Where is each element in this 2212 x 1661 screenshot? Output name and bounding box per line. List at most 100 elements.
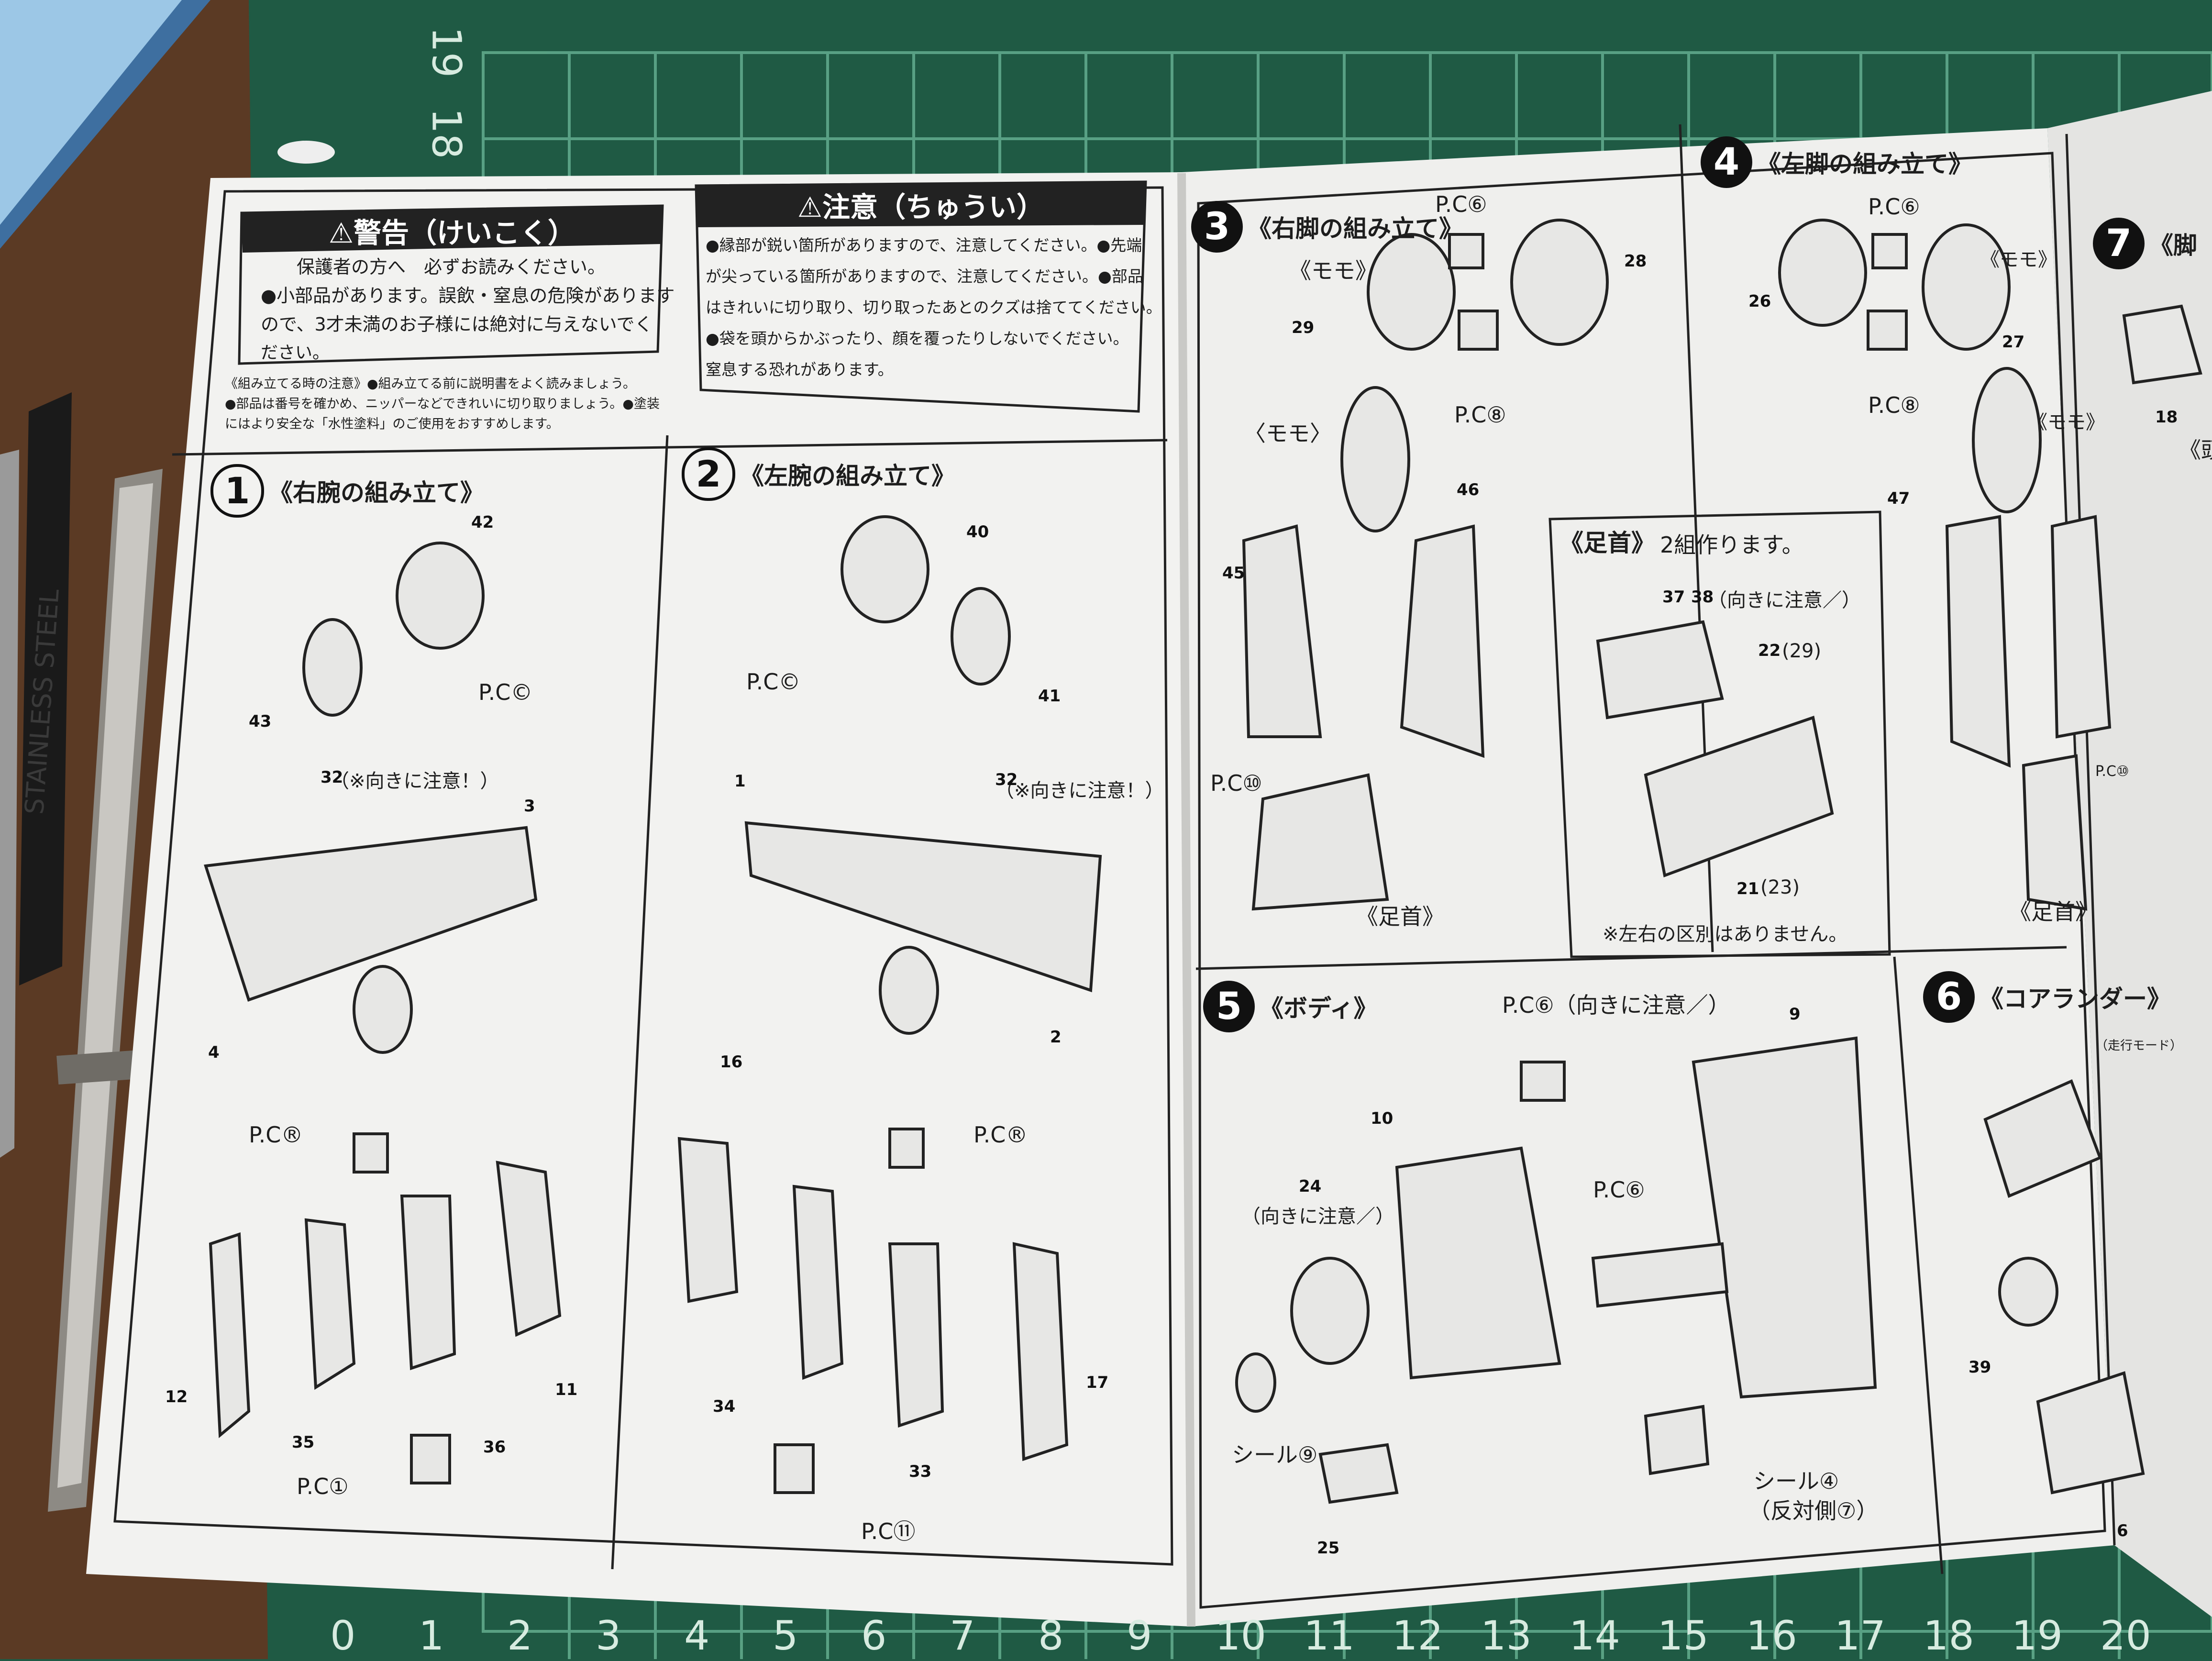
mode-label: （走行モード） xyxy=(2095,1039,2183,1053)
part-number: 33 xyxy=(909,1462,932,1481)
pc-label: P.C⑥ xyxy=(1435,191,1487,217)
part-label-momo: 《モモ》 xyxy=(1980,249,2057,271)
part-number: 3 xyxy=(524,797,535,816)
seal-reverse-label: （反対側⑦） xyxy=(1748,1498,1879,1524)
part-number: 25 xyxy=(1317,1539,1340,1558)
ruler-bottom-num: 3 xyxy=(596,1612,621,1659)
part-number: 32 xyxy=(321,768,343,787)
caution-line: 窒息する恐れがあります。 xyxy=(706,360,894,379)
ruler-bottom-num: 5 xyxy=(773,1612,798,1659)
step-title-text: 《右脚の組み立て》 xyxy=(1248,215,1463,243)
assembly-note-line: 《組み立てる時の注意》●組み立てる前に説明書をよく読みましょう。 xyxy=(225,376,636,391)
part-label-momo: 〈モモ〉 xyxy=(1244,421,1332,446)
assembly-note-line: にはより安全な「水性塗料」のご使用をおすすめします。 xyxy=(225,417,559,432)
step-title-text: 《脚 xyxy=(2149,232,2197,259)
ruler-left-num: 18 xyxy=(423,108,470,159)
part-number: 24 xyxy=(1299,1177,1322,1196)
part-number: 16 xyxy=(720,1052,743,1072)
pc-label: P.C® xyxy=(249,1122,303,1148)
ruler-bottom-num: 14 xyxy=(1569,1612,1620,1659)
ankle-box-title: 《足首》 xyxy=(1559,529,1655,557)
warning-line: ださい。 xyxy=(261,343,330,363)
step-4-title: 4《左脚の組み立て》 xyxy=(1701,136,1972,188)
ankle-box-subtitle: 2組作ります。 xyxy=(1660,532,1804,558)
ruler-bottom-num: 1 xyxy=(419,1612,444,1659)
caution-line: ●袋を頭からかぶったり、顔を覆ったりしないでください。 xyxy=(706,329,1129,348)
ruler-bottom-num: 11 xyxy=(1304,1612,1355,1659)
step-title-text: 《ボディ》 xyxy=(1260,995,1378,1022)
part-number: 10 xyxy=(1371,1109,1394,1128)
step-number: 6 xyxy=(1923,971,1975,1023)
ruler-bottom-num: 13 xyxy=(1481,1612,1532,1659)
part-number: 21 xyxy=(1736,879,1759,898)
part-number: 1 xyxy=(734,772,746,791)
part-label-ashikubi: 《足首》 xyxy=(2009,899,2097,925)
ruler-bottom-num: 15 xyxy=(1658,1612,1709,1659)
ruler-bottom-num: 6 xyxy=(861,1612,887,1659)
warning-title: ⚠警告（けいこく） xyxy=(329,217,575,249)
part-number: 29 xyxy=(1292,318,1315,337)
ruler-bottom-num: 18 xyxy=(1923,1612,1974,1659)
part-number: 39 xyxy=(1969,1358,1991,1377)
assembly-note-line: ●部品は番号を確かめ、ニッパーなどできれいに切り取りましょう。●塗装 xyxy=(225,397,660,411)
ruler-bottom-num: 2 xyxy=(507,1612,533,1659)
step-5-title: 5《ボディ》 xyxy=(1203,981,1378,1032)
warning-line: 保護者の方へ 必ずお読みください。 xyxy=(297,256,606,277)
part-label-head: 《頭 xyxy=(2179,437,2212,463)
pc-label: P.C⑥ xyxy=(1593,1177,1645,1203)
orientation-note: （※向きに注意！） xyxy=(330,770,499,792)
part-number: 17 xyxy=(1086,1373,1109,1392)
part-number: 9 xyxy=(1789,1005,1801,1024)
part-number: 6 xyxy=(2117,1521,2128,1540)
pc-label: P.C⑧ xyxy=(1454,402,1506,428)
ankle-pair-label: (29) xyxy=(1782,640,1822,662)
step-2-title: 2《左腕の組み立て》 xyxy=(682,447,955,501)
ankle-pair-label: (23) xyxy=(1760,876,1800,898)
step-title-text: 《右腕の組み立て》 xyxy=(269,479,484,507)
step-number: 1 xyxy=(210,464,264,518)
step-1-title: 1《右腕の組み立て》 xyxy=(210,464,484,518)
part-number: 42 xyxy=(471,513,494,532)
pc-label: P.C® xyxy=(973,1122,1028,1148)
step-number: 4 xyxy=(1701,136,1752,188)
pc-label: P.C⑥ xyxy=(1868,194,1920,220)
caution-line: が尖っている箇所がありますので、注意してください。●部品 xyxy=(706,267,1143,286)
part-number: 26 xyxy=(1748,292,1771,311)
step-title-text: 《左脚の組み立て》 xyxy=(1757,150,1972,178)
part-number: 43 xyxy=(249,712,272,731)
pc-label: P.C© xyxy=(478,679,533,705)
ruler-bottom-num: 12 xyxy=(1392,1612,1443,1659)
step-title-text: 《コアランダー》 xyxy=(1980,985,2171,1013)
ruler-bottom-num: 19 xyxy=(2012,1612,2063,1659)
warning-line: ので、3才未満のお子様には絶対に与えないでく xyxy=(261,314,653,335)
step-number: 5 xyxy=(1203,981,1255,1032)
part-number: 27 xyxy=(2002,332,2025,352)
pc-label: P.C⑥（向きに注意／） xyxy=(1502,992,1730,1018)
pc-label: P.C⑩ xyxy=(2095,763,2129,780)
part-number: 34 xyxy=(713,1397,736,1416)
caution-line: ●縁部が鋭い箇所がありますので、注意してください。●先端 xyxy=(706,236,1142,255)
pc-label: P.C⑧ xyxy=(1868,392,1920,418)
caution-line: はきれいに切り取り、切り取ったあとのクズは捨ててください。 xyxy=(706,298,1162,317)
part-number: 11 xyxy=(555,1380,578,1399)
part-number: 37 xyxy=(1662,587,1685,607)
part-number: 38 xyxy=(1691,587,1714,607)
part-number: 47 xyxy=(1887,489,1910,508)
step-title-text: 《左腕の組み立て》 xyxy=(740,462,955,490)
step-7-title: 7《脚 xyxy=(2093,218,2197,269)
part-number: 35 xyxy=(292,1433,315,1452)
ankle-footnote: ※左右の区別はありません。 xyxy=(1603,923,1848,945)
part-number: 36 xyxy=(483,1438,506,1457)
step-3-title: 3《右脚の組み立て》 xyxy=(1191,201,1463,253)
ruler-bottom-num: 4 xyxy=(684,1612,710,1659)
ruler-bottom-num: 16 xyxy=(1746,1612,1797,1659)
pc-label: P.C© xyxy=(746,669,801,695)
part-label-ashikubi: 《足首》 xyxy=(1356,904,1444,930)
warning-line: ●小部品があります。誤飲・窒息の危険があります xyxy=(261,285,675,306)
pc-label: P.C⑩ xyxy=(1210,770,1262,796)
part-number: 32 xyxy=(995,770,1018,789)
part-number: 18 xyxy=(2155,408,2178,427)
ankle-orientation-note: （向きに注意／） xyxy=(1708,589,1861,611)
